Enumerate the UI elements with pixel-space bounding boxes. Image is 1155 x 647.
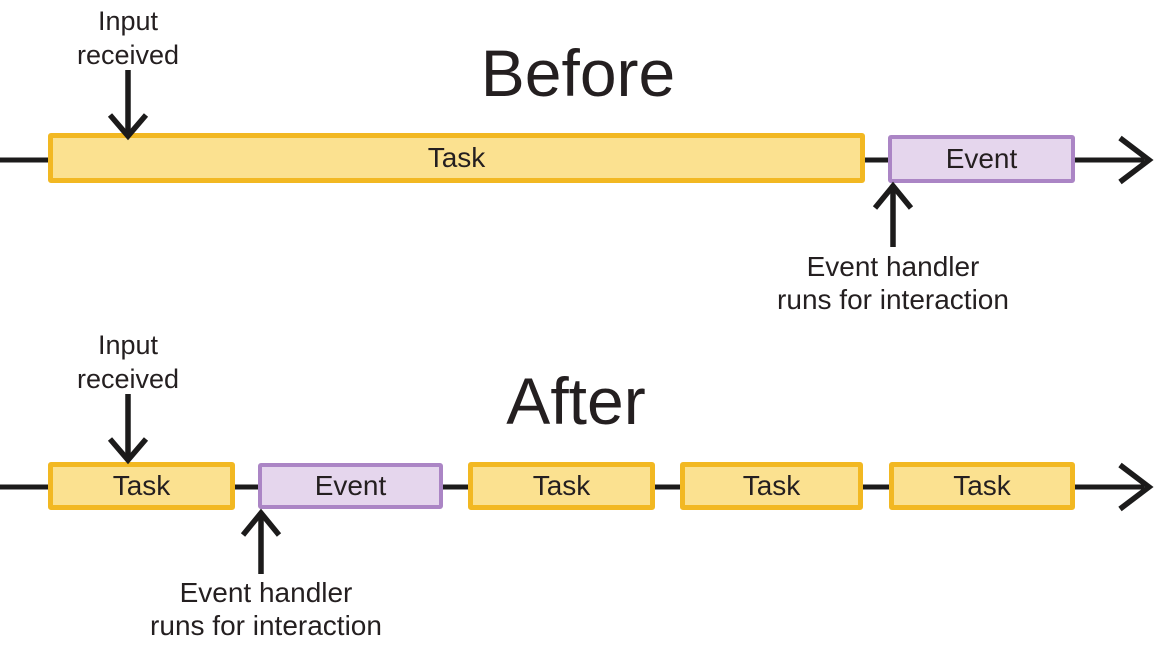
before-handler-arrow-up-icon <box>872 181 914 247</box>
before-timeline-arrowhead-right-icon <box>1118 135 1154 185</box>
after-task-bar-2-label: Task <box>532 470 591 501</box>
after-event-handler-label: Event handler runs for interaction <box>150 577 382 641</box>
after-task-bar-4: Task <box>889 462 1075 510</box>
before-task-bar: Task <box>48 133 865 183</box>
before-event-bar: Event <box>888 135 1075 183</box>
after-event-bar: Event <box>258 463 443 509</box>
before-task-bar-label: Task <box>427 142 486 173</box>
after-title: After <box>506 364 646 438</box>
after-input-arrow-down-icon <box>107 394 149 465</box>
before-title: Before <box>480 36 676 110</box>
after-timeline-arrowhead-right-icon <box>1118 462 1154 512</box>
after-task-bar-1: Task <box>48 462 235 510</box>
after-task-bar-3-label: Task <box>742 470 801 501</box>
before-input-arrow-down-icon <box>107 70 149 141</box>
after-task-bar-3: Task <box>680 462 863 510</box>
before-event-handler-label: Event handler runs for interaction <box>777 251 1009 315</box>
before-event-bar-label: Event <box>945 143 1018 174</box>
after-task-bar-1-label: Task <box>112 470 171 501</box>
after-task-bar-2: Task <box>468 462 655 510</box>
before-input-received-label: Input received <box>76 6 180 70</box>
after-handler-arrow-up-icon <box>240 508 282 574</box>
after-event-bar-label: Event <box>314 470 387 501</box>
after-input-received-label: Input received <box>76 330 180 394</box>
after-task-bar-4-label: Task <box>953 470 1011 501</box>
